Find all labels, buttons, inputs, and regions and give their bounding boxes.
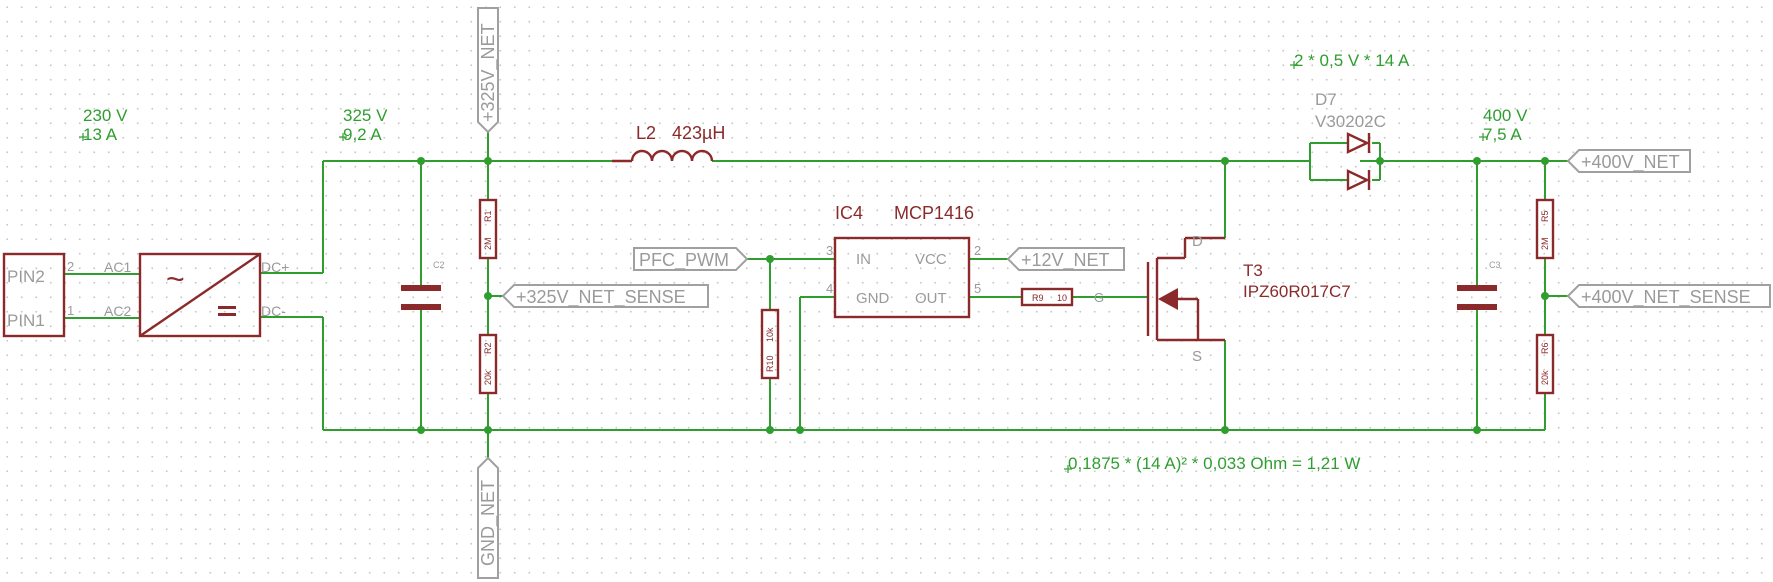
net-label-pfc-pwm[interactable]: PFC_PWM <box>633 247 749 271</box>
mosfet-t3[interactable]: D S T3 IPZ60R017C7 <box>1146 233 1351 365</box>
ic4-pin-out: OUT <box>915 290 947 307</box>
rectifier-ac1-label: AC1 <box>104 259 131 275</box>
net-label-325v-sense[interactable]: +325V_NET_SENSE <box>501 284 709 308</box>
l2-value: 423µH <box>672 123 725 143</box>
capacitor-c3[interactable]: C3 <box>1457 260 1501 310</box>
net-label-12v-net[interactable]: +12V_NET <box>1006 247 1125 271</box>
r5-value: 2M <box>1540 237 1550 250</box>
connector-pin1-number: 1 <box>67 303 74 318</box>
l2-name: L2 <box>636 123 656 143</box>
r1-name: R1 <box>483 210 493 222</box>
t3-gate-pin-label: G <box>1094 290 1104 305</box>
annotations: 230 V 13 A 325 V 9,2 A 2 * 0,5 V * 14 A … <box>79 51 1528 473</box>
annotation-diode-loss: 2 * 0,5 V * 14 A <box>1294 51 1410 70</box>
r6-value: 20k <box>1540 370 1550 385</box>
r1-value: 2M <box>483 237 493 250</box>
r9-value: 10 <box>1057 293 1067 303</box>
capacitor-c2[interactable]: C2 <box>401 260 445 310</box>
rectifier-ac2-label: AC2 <box>104 303 131 319</box>
net-label-12v-net-text: +12V_NET <box>1021 250 1110 271</box>
c2-label: C2 <box>433 260 445 270</box>
ic4-pinnum-vcc: 2 <box>974 243 981 258</box>
diode-d7[interactable]: D7 V30202C <box>1315 90 1386 191</box>
ic4-pinnum-out: 5 <box>974 281 981 296</box>
rectifier-ac-symbol: ~ <box>166 261 185 297</box>
connector-pin2-label: PIN2 <box>7 267 45 286</box>
junctions <box>417 157 1549 434</box>
r2-name: R2 <box>483 342 493 354</box>
connector-pin2-number: 2 <box>67 259 74 274</box>
r6-name: R6 <box>1540 342 1550 354</box>
t3-source-label: S <box>1192 348 1202 365</box>
t3-value: IPZ60R017C7 <box>1243 282 1351 301</box>
ic4-pin-gnd: GND <box>856 290 890 307</box>
net-label-pfc-pwm-text: PFC_PWM <box>639 250 729 271</box>
ic4-name: IC4 <box>835 203 863 223</box>
annotation-dc-current: 9,2 A <box>343 125 382 144</box>
net-label-325v-net[interactable]: +325V_NET <box>477 7 499 134</box>
net-label-gnd-net-text: GND_NET <box>478 480 499 566</box>
resistor-r9[interactable]: R9 10 G <box>1020 287 1104 307</box>
ic4-gate-driver[interactable]: IC4 MCP1416 IN GND VCC OUT 3 4 2 5 <box>826 203 981 319</box>
net-label-325v-net-text: +325V_NET <box>478 23 499 122</box>
net-label-400v-net[interactable]: +400V_NET <box>1566 149 1691 173</box>
connector-x1[interactable]: PIN2 PIN1 2 1 <box>2 252 74 338</box>
rectifier-dcplus-label: DC+ <box>261 259 289 275</box>
resistor-r5[interactable]: R5 2M <box>1535 198 1555 260</box>
annotation-input-voltage: 230 V <box>83 106 128 125</box>
resistor-r6[interactable]: R6 20k <box>1535 333 1555 395</box>
r2-value: 20k <box>483 370 493 385</box>
annotation-output-current: 7,5 A <box>1483 125 1522 144</box>
ic4-pin-vcc: VCC <box>915 251 947 268</box>
annotation-fet-loss: 0,1875 * (14 A)² * 0,033 Ohm = 1,21 W <box>1068 454 1360 473</box>
annotation-input-current: 13 A <box>83 125 118 144</box>
net-label-400v-sense[interactable]: +400V_NET_SENSE <box>1566 284 1771 308</box>
r10-name: R10 <box>765 355 775 372</box>
r5-name: R5 <box>1540 210 1550 222</box>
connector-pin1-label: PIN1 <box>7 311 45 330</box>
annotation-dc-voltage: 325 V <box>343 106 388 125</box>
ic4-pin-in: IN <box>856 251 871 268</box>
ic4-pinnum-in: 3 <box>826 243 833 258</box>
rectifier-dcminus-label: DC- <box>261 303 286 319</box>
inductor-l2[interactable]: L2 423µH <box>612 123 725 163</box>
annotation-output-voltage: 400 V <box>1483 106 1528 125</box>
net-label-400v-net-text: +400V_NET <box>1581 152 1680 173</box>
r10-value: 10k <box>765 327 775 342</box>
ic4-value: MCP1416 <box>894 203 974 223</box>
bridge-rectifier[interactable]: ~ AC1 AC2 DC+ DC- <box>104 252 289 338</box>
resistor-r1[interactable]: R1 2M <box>478 198 498 260</box>
net-label-325v-sense-text: +325V_NET_SENSE <box>516 287 686 308</box>
d7-name: D7 <box>1315 90 1337 109</box>
t3-drain-label: D <box>1192 233 1203 250</box>
r9-name: R9 <box>1032 293 1044 303</box>
resistor-r2[interactable]: R2 20k <box>478 333 498 395</box>
net-label-gnd-net[interactable]: GND_NET <box>477 456 499 579</box>
ic4-pinnum-gnd: 4 <box>826 281 833 296</box>
c3-label: C3 <box>1489 260 1501 270</box>
t3-name: T3 <box>1243 261 1263 280</box>
d7-value: V30202C <box>1315 112 1386 131</box>
net-label-400v-sense-text: +400V_NET_SENSE <box>1581 287 1751 308</box>
resistor-r10[interactable]: R10 10k <box>760 308 780 380</box>
